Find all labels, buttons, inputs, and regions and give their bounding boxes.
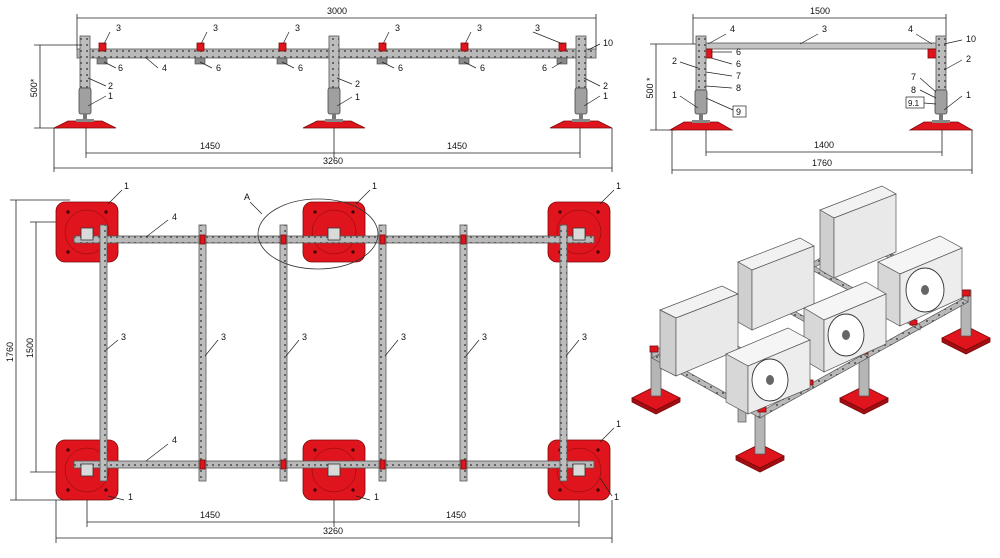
plan-dim-total: 3260 [323, 526, 343, 536]
svg-text:6: 6 [398, 63, 403, 73]
svg-text:2: 2 [108, 81, 113, 91]
svg-text:3: 3 [401, 332, 406, 342]
svg-text:6: 6 [736, 47, 741, 57]
iso-foot-pads [631, 325, 991, 473]
svg-text:1: 1 [374, 492, 379, 502]
side-dim-inner: 1400 [814, 140, 834, 150]
detail-a-ellipse [257, 198, 379, 270]
plan-dim-span-right: 1450 [446, 510, 466, 520]
svg-text:10: 10 [966, 34, 976, 44]
side-leg-left [668, 35, 734, 131]
iso-ac-unit-back-3 [659, 285, 739, 377]
svg-text:1: 1 [616, 181, 621, 191]
front-dim-top: 3000 [327, 6, 347, 16]
front-dim-span-left: 1450 [200, 141, 220, 151]
svg-text:8: 8 [736, 83, 741, 93]
svg-text:3: 3 [295, 23, 300, 33]
svg-text:1: 1 [108, 91, 113, 101]
svg-text:2: 2 [355, 79, 360, 89]
front-leg-center [302, 35, 366, 129]
svg-text:3: 3 [302, 332, 307, 342]
side-view: 1500 500 * 4 3 4 10 6 [645, 6, 976, 174]
svg-text:3: 3 [395, 23, 400, 33]
iso-ac-unit-front-3 [725, 327, 811, 415]
svg-text:1: 1 [614, 492, 619, 502]
iso-ac-unit-back-2 [737, 237, 815, 331]
svg-text:1: 1 [372, 181, 377, 191]
svg-text:3: 3 [116, 23, 121, 33]
svg-text:7: 7 [911, 72, 916, 82]
svg-text:1: 1 [128, 492, 133, 502]
plan-dim-span-left: 1450 [200, 510, 220, 520]
svg-text:6: 6 [480, 63, 485, 73]
svg-text:3: 3 [535, 23, 540, 33]
side-leg-right [908, 35, 974, 131]
side-dim-height: 500 * [645, 77, 655, 99]
svg-text:6: 6 [216, 63, 221, 73]
plan-clips [199, 234, 467, 470]
front-dim-height: 500* [29, 78, 39, 97]
svg-text:3: 3 [482, 332, 487, 342]
svg-text:10: 10 [603, 38, 613, 48]
front-brackets [98, 42, 567, 52]
iso-ac-unit-back-1 [819, 185, 897, 279]
svg-text:7: 7 [736, 71, 741, 81]
svg-text:4: 4 [162, 63, 167, 73]
svg-text:1: 1 [672, 90, 677, 100]
iso-ac-unit-front-1 [877, 235, 963, 327]
svg-text:3: 3 [822, 24, 827, 34]
front-dim-span-right: 1450 [447, 141, 467, 151]
svg-text:9.1: 9.1 [908, 99, 920, 108]
svg-text:3: 3 [221, 332, 226, 342]
svg-text:1: 1 [124, 181, 129, 191]
svg-text:4: 4 [172, 435, 177, 445]
svg-text:2: 2 [603, 81, 608, 91]
svg-text:8: 8 [911, 85, 916, 95]
plan-view: 1760 1500 [5, 181, 621, 543]
svg-text:1: 1 [355, 92, 360, 102]
svg-text:3: 3 [121, 332, 126, 342]
svg-text:6: 6 [118, 63, 123, 73]
svg-text:2: 2 [966, 54, 971, 64]
isometric-view [631, 185, 991, 473]
plan-dim-left-total: 1760 [5, 342, 15, 362]
front-clamps [96, 57, 568, 65]
plan-dim-left-inner: 1500 [25, 338, 35, 358]
iso-ac-unit-front-2 [803, 281, 887, 373]
svg-text:4: 4 [172, 212, 177, 222]
svg-text:6: 6 [298, 63, 303, 73]
side-dim-total: 1760 [812, 158, 832, 168]
svg-text:1: 1 [966, 90, 971, 100]
svg-text:6: 6 [542, 63, 547, 73]
svg-text:3: 3 [213, 23, 218, 33]
front-callouts: 3 3 3 3 3 3 10 6 4 6 6 6 6 6 2 2 2 1 1 1 [87, 23, 613, 107]
front-leg-right [549, 35, 613, 129]
front-dim-total: 3260 [323, 156, 343, 166]
plan-callouts: 1 1 1 4 3 3 3 3 3 3 4 1 1 1 1 [105, 181, 621, 502]
svg-text:9: 9 [736, 107, 741, 117]
front-leg-left [53, 35, 117, 129]
svg-text:3: 3 [477, 23, 482, 33]
svg-text:6: 6 [736, 59, 741, 69]
side-bracket-right [927, 48, 937, 59]
detail-a-label: A [244, 192, 250, 202]
svg-text:2: 2 [672, 56, 677, 66]
plan-posts [80, 227, 586, 477]
plan-foot-pads [55, 201, 611, 501]
svg-text:4: 4 [730, 24, 735, 34]
svg-text:4: 4 [908, 24, 913, 34]
svg-text:1: 1 [603, 91, 608, 101]
side-callouts: 4 3 4 10 6 6 7 8 9 2 1 7 8 9.1 2 1 [672, 24, 976, 118]
svg-text:3: 3 [582, 332, 587, 342]
svg-text:1: 1 [616, 419, 621, 429]
plan-cross-beams [99, 224, 568, 482]
front-view: 3000 500* [29, 6, 613, 172]
side-top-beam [696, 42, 943, 50]
side-dim-top: 1500 [810, 6, 830, 16]
